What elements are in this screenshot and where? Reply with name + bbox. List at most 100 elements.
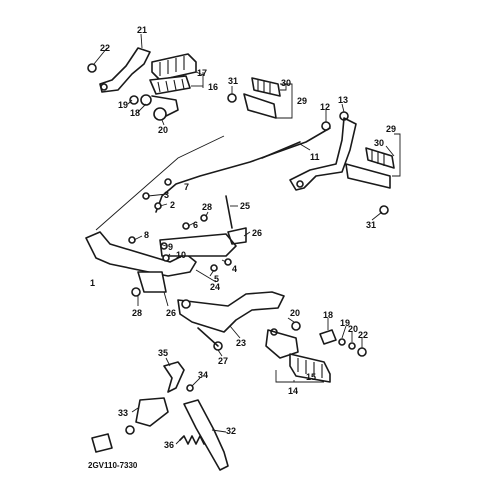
rod-27[interactable] — [197, 327, 219, 347]
spring-36[interactable] — [179, 435, 205, 445]
callout-29-right: 29 — [386, 124, 396, 134]
right-footrest-bracket[interactable] — [289, 117, 357, 191]
sidestand-bracket[interactable] — [135, 397, 169, 427]
callout-13: 13 — [338, 95, 348, 105]
callout-25: 25 — [240, 201, 250, 211]
callout-28-lower: 28 — [132, 308, 142, 318]
callout-8: 8 — [144, 230, 149, 240]
footrest-rubber-30-right[interactable] — [365, 147, 395, 169]
bolt-31-upper[interactable] — [227, 93, 237, 103]
callout-3: 3 — [164, 190, 169, 200]
callout-labels: 21 22 17 16 19 18 20 31 30 29 12 13 11 2… — [88, 25, 396, 470]
spring-20[interactable] — [153, 107, 167, 121]
bolt-10[interactable] — [162, 254, 170, 262]
callout-30-right: 30 — [374, 138, 384, 148]
callout-31-upper: 31 — [228, 76, 238, 86]
switch-33[interactable] — [125, 425, 135, 435]
callout-17: 17 — [197, 68, 207, 78]
callout-23: 23 — [236, 338, 246, 348]
callout-19-upper: 19 — [118, 100, 128, 110]
callout-31-right: 31 — [366, 220, 376, 230]
sidestand-pad[interactable] — [91, 433, 113, 453]
callout-29-upper: 29 — [297, 96, 307, 106]
callout-32: 32 — [226, 426, 236, 436]
washer-19-lower[interactable] — [338, 338, 346, 346]
rod-25[interactable] — [225, 195, 233, 229]
callout-22-lower: 22 — [358, 330, 368, 340]
left-rear-footrest-assembly — [87, 47, 197, 121]
washer-5[interactable] — [210, 264, 218, 272]
callout-14: 14 — [288, 386, 298, 396]
callout-20-upper: 20 — [158, 125, 168, 135]
brake-rod-11[interactable] — [261, 141, 301, 159]
callout-36: 36 — [164, 440, 174, 450]
callout-18-lower: 18 — [323, 310, 333, 320]
callout-34: 34 — [198, 370, 208, 380]
nut-28-upper[interactable] — [200, 214, 208, 222]
pedal-shaft-24[interactable] — [159, 233, 237, 257]
footrest-rubber-15[interactable] — [289, 353, 331, 383]
bolt-22-lower[interactable] — [357, 347, 367, 357]
plate-26-lower[interactable] — [137, 271, 167, 293]
footrest-rubber-30-upper[interactable] — [251, 77, 281, 97]
callout-6: 6 — [193, 220, 198, 230]
callout-11: 11 — [310, 152, 320, 162]
sidestand-assembly — [91, 361, 229, 471]
callout-5: 5 — [214, 274, 219, 284]
sidestand-spring-35[interactable] — [163, 361, 185, 393]
leader-lines — [93, 33, 401, 445]
callout-27: 27 — [218, 356, 228, 366]
clevis-4[interactable] — [164, 178, 172, 186]
spring-20-lower[interactable] — [291, 321, 301, 331]
brake-pedal-1[interactable] — [85, 231, 197, 277]
callout-4: 4 — [232, 264, 237, 274]
callout-22-upper: 22 — [100, 43, 110, 53]
callout-28-upper: 28 — [202, 202, 212, 212]
callout-9: 9 — [168, 242, 173, 252]
diagram-code: 2GV110-7330 — [88, 461, 138, 470]
right-footrest-assembly — [289, 117, 395, 215]
callout-30-upper: 30 — [281, 78, 291, 88]
brake-cable-7[interactable] — [155, 127, 331, 213]
washer-19[interactable] — [129, 95, 139, 105]
footrest-rubber-17[interactable] — [151, 53, 197, 81]
callout-15: 15 — [306, 372, 316, 382]
callout-19-lower: 19 — [340, 318, 350, 328]
footrest-peg-29-upper[interactable] — [243, 93, 277, 119]
pivot-bracket-26[interactable] — [227, 227, 247, 245]
nut-28-lower[interactable] — [131, 287, 141, 297]
callout-24: 24 — [210, 282, 220, 292]
callout-18-upper: 18 — [130, 108, 140, 118]
callout-20-lower-a: 20 — [290, 308, 300, 318]
footrest-bracket-14[interactable] — [265, 329, 299, 359]
callout-10: 10 — [176, 250, 186, 260]
pin-18-lower[interactable] — [319, 329, 337, 345]
callout-12: 12 — [320, 102, 330, 112]
callout-33: 33 — [118, 408, 128, 418]
callout-1: 1 — [90, 278, 95, 288]
footrest-16[interactable] — [149, 75, 191, 95]
rear-footrest-peg-29 — [227, 77, 349, 131]
sidestand-32[interactable] — [183, 399, 229, 471]
callout-26-upper: 26 — [252, 228, 262, 238]
callout-7: 7 — [184, 182, 189, 192]
callout-20-lower-b: 20 — [348, 324, 358, 334]
spring-9[interactable] — [160, 242, 168, 250]
callout-26-lower: 26 — [166, 308, 176, 318]
right-front-footrest-assembly — [265, 321, 367, 383]
brake-cable-7-11 — [95, 127, 331, 231]
callout-35: 35 — [158, 348, 168, 358]
washer-20-lower[interactable] — [348, 342, 356, 350]
callout-2: 2 — [170, 200, 175, 210]
footrest-bracket-21[interactable] — [99, 47, 151, 93]
footrest-peg-29-right[interactable] — [345, 163, 391, 189]
callout-21: 21 — [137, 25, 147, 35]
foot-lever-assembly — [177, 291, 285, 351]
callout-16: 16 — [208, 82, 218, 92]
pin-18[interactable] — [140, 94, 152, 106]
bolt-34[interactable] — [186, 384, 194, 392]
foot-lever-23[interactable] — [177, 291, 285, 333]
brake-pedal-assembly — [85, 192, 247, 297]
bolt-22[interactable] — [87, 63, 97, 73]
